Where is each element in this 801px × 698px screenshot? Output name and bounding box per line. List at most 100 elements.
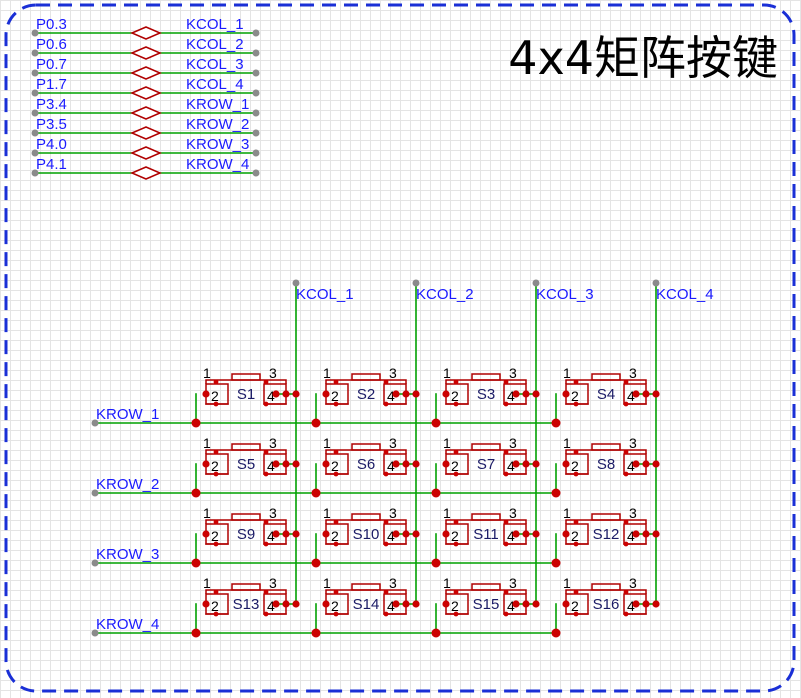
link-end-left	[31, 149, 39, 157]
pin-dot-small	[213, 379, 219, 385]
row-junction	[191, 488, 201, 498]
pin-dot	[642, 460, 650, 468]
pin-dot-small	[573, 401, 579, 407]
link-diamond	[130, 146, 162, 160]
pin-dot-small	[623, 589, 629, 595]
pin-dot-small	[333, 471, 339, 477]
pin-dot-small	[333, 611, 339, 617]
pin-dot	[512, 600, 520, 608]
pin-dot	[522, 390, 530, 398]
pin-dot	[642, 530, 650, 538]
col-junction	[652, 530, 660, 538]
net-link-3: P0.7 KCOL_3	[31, 56, 260, 80]
col-junction	[412, 530, 420, 538]
link-end-left	[31, 89, 39, 97]
link-diamond	[130, 86, 162, 100]
col-junction	[412, 460, 420, 468]
switch-ref-label: S4	[597, 386, 615, 403]
link-to-label: KROW_3	[186, 136, 249, 153]
link-to-label: KCOL_3	[186, 56, 244, 73]
col-junction	[652, 390, 660, 398]
pin-dot	[442, 530, 450, 538]
pin-number-1: 1	[323, 575, 331, 591]
row-junction	[311, 418, 321, 428]
pin-number-3: 3	[629, 505, 637, 521]
pin-number-3: 3	[509, 435, 517, 451]
row-junction	[191, 628, 201, 638]
col-junction	[292, 390, 300, 398]
pin-dot-small	[573, 471, 579, 477]
pin-number-2: 2	[211, 598, 219, 614]
pin-dot-small	[503, 541, 509, 547]
pin-dot	[512, 530, 520, 538]
switch-actuator	[591, 443, 621, 451]
pin-dot	[642, 390, 650, 398]
switch-actuator	[471, 443, 501, 451]
link-to-label: KROW_1	[186, 96, 249, 113]
row-net-3	[91, 559, 557, 567]
row-junction	[191, 558, 201, 568]
pin-dot-small	[383, 611, 389, 617]
row-net-end	[91, 419, 99, 427]
switch-actuator	[231, 583, 261, 591]
pin-dot-small	[333, 589, 339, 595]
pin-dot	[202, 460, 210, 468]
link-end-right	[252, 169, 260, 177]
pin-dot-small	[623, 449, 629, 455]
pin-dot	[282, 460, 290, 468]
pin-dot	[282, 600, 290, 608]
link-end-right	[252, 129, 260, 137]
link-end-right	[252, 89, 260, 97]
pin-dot	[272, 600, 280, 608]
pin-number-2: 2	[571, 458, 579, 474]
column-net-3	[532, 279, 540, 605]
switch-ref-label: S2	[357, 386, 375, 403]
pin-dot-small	[263, 449, 269, 455]
pin-dot-small	[623, 379, 629, 385]
pin-dot-small	[333, 519, 339, 525]
pin-number-4: 4	[507, 388, 515, 404]
row-junction	[431, 418, 441, 428]
pin-number-1: 1	[443, 505, 451, 521]
row-net-label: KROW_4	[96, 616, 159, 633]
link-from-label: P0.7	[36, 56, 67, 73]
pin-number-1: 1	[443, 365, 451, 381]
pin-dot	[272, 460, 280, 468]
pin-dot	[392, 390, 400, 398]
link-from-label: P1.7	[36, 76, 67, 93]
pin-dot-small	[573, 589, 579, 595]
pin-dot-small	[383, 379, 389, 385]
switch-actuator	[231, 513, 261, 521]
link-to-label: KCOL_2	[186, 36, 244, 53]
pin-dot-small	[213, 589, 219, 595]
pin-dot-small	[263, 519, 269, 525]
switch-ref-label: S9	[237, 526, 255, 543]
pin-dot	[522, 600, 530, 608]
switch-ref-label: S15	[473, 596, 500, 613]
pin-number-3: 3	[269, 505, 277, 521]
row-net-4	[91, 629, 557, 637]
link-to-label: KROW_2	[186, 116, 249, 133]
pin-number-2: 2	[451, 598, 459, 614]
pin-dot	[202, 530, 210, 538]
pin-dot	[322, 390, 330, 398]
link-diamond	[130, 106, 162, 120]
pin-number-2: 2	[331, 458, 339, 474]
pin-dot	[322, 530, 330, 538]
pin-number-3: 3	[269, 365, 277, 381]
pin-dot-small	[213, 541, 219, 547]
col-junction	[532, 390, 540, 398]
link-from-label: P3.5	[36, 116, 67, 133]
link-from-label: P3.4	[36, 96, 67, 113]
col-junction	[532, 530, 540, 538]
pin-dot-small	[333, 541, 339, 547]
pin-number-4: 4	[627, 528, 635, 544]
col-junction	[292, 460, 300, 468]
pin-dot	[512, 390, 520, 398]
pin-number-3: 3	[389, 505, 397, 521]
pin-dot-small	[383, 589, 389, 595]
pin-dot-small	[503, 471, 509, 477]
